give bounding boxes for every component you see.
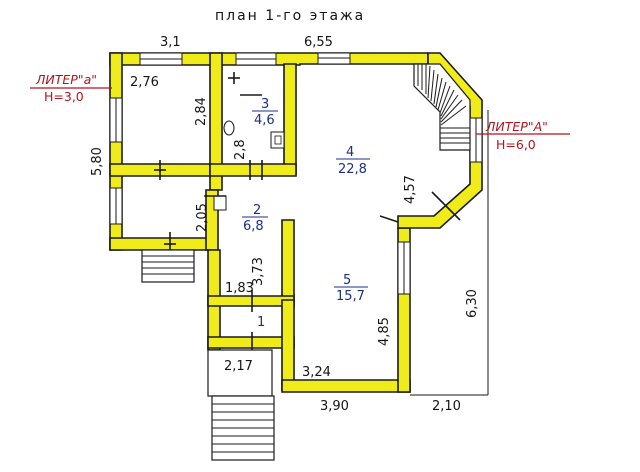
dim-bottom-inner: 3,24 [302, 365, 331, 380]
plan-title: план 1-го этажа [215, 8, 365, 24]
room-2-area: 6,8 [243, 219, 264, 234]
walls [109, 52, 483, 393]
room-3-number: 3 [261, 97, 269, 112]
dim-bath-width: 2,8 [233, 139, 248, 160]
room-4-number: 4 [346, 145, 354, 160]
dim-right-total: 6,30 [465, 289, 480, 318]
bathroom-fixtures [223, 120, 285, 149]
room-4-area: 22,8 [338, 162, 367, 177]
spiral-stair [413, 63, 471, 151]
liter-left-name: ЛИТЕР"а" [35, 72, 97, 87]
dim-left-total: 5,80 [90, 147, 105, 176]
dim-room-a-width: 2,76 [130, 75, 159, 90]
room-5-number: 5 [343, 273, 351, 288]
dim-top-left: 3,1 [160, 35, 181, 50]
dim-room4-wall: 4,57 [403, 175, 418, 204]
liter-markers [30, 87, 570, 135]
dim-bottom-left: 3,90 [320, 399, 349, 414]
dim-room5-wall: 4,85 [377, 317, 392, 346]
dim-bottom-right: 2,10 [432, 399, 461, 414]
entrance-steps [207, 349, 275, 461]
room-5-area: 15,7 [336, 289, 365, 304]
liter-right-height: Н=6,0 [496, 137, 536, 152]
dim-top-right: 6,55 [304, 35, 333, 50]
liter-right-name: ЛИТЕР"А" [485, 119, 548, 134]
liter-left-height: Н=3,0 [44, 89, 84, 104]
dim-porch-width: 2,17 [224, 359, 253, 374]
dim-corridor-height: 2,05 [195, 203, 210, 232]
dim-vestibule-width: 1,83 [225, 281, 254, 296]
room-2-number: 2 [253, 203, 261, 218]
room-1-number: 1 [257, 315, 265, 330]
left-porch-steps [141, 249, 195, 283]
dim-hall-length: 3,73 [251, 257, 266, 286]
windows [109, 52, 483, 295]
room-3-area: 4,6 [254, 113, 275, 128]
dim-room-a-height: 2,84 [194, 97, 209, 126]
